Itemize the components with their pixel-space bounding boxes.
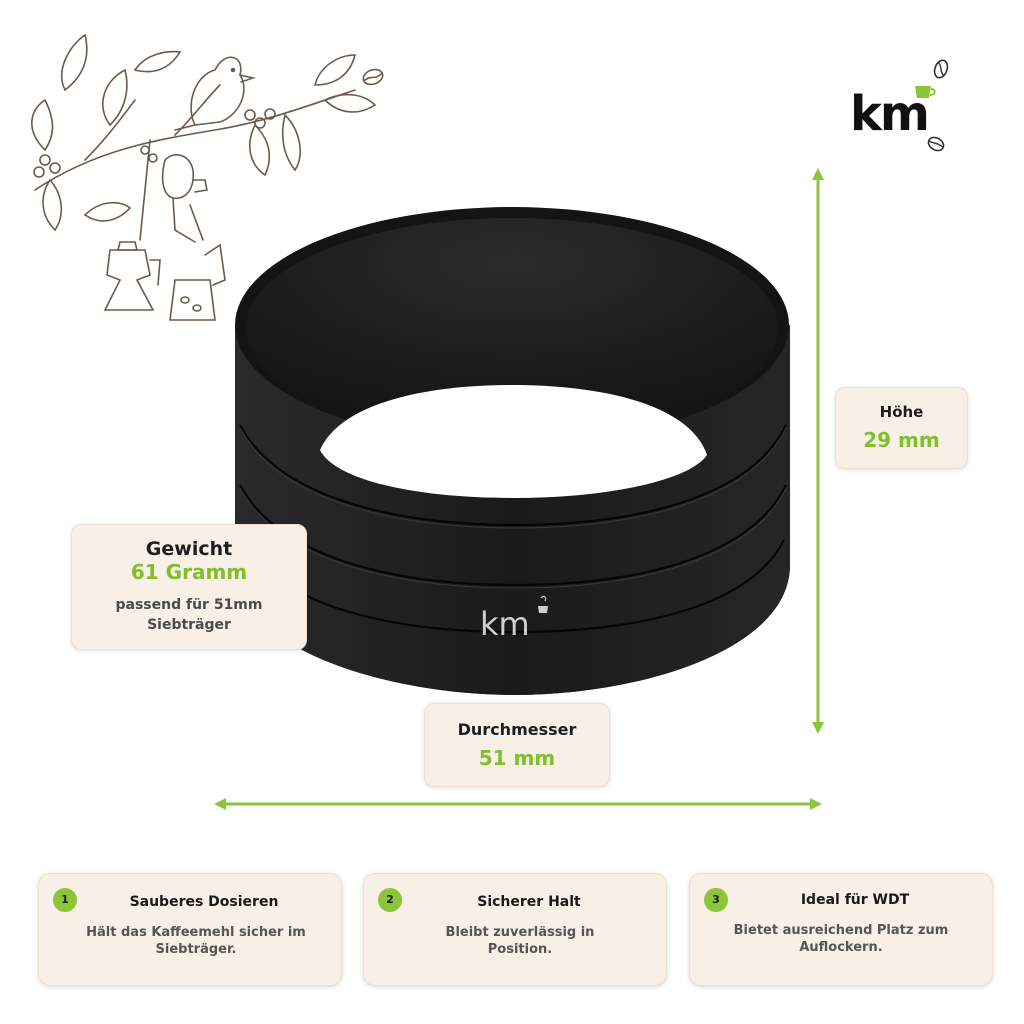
height-value: 29 mm [863, 428, 940, 452]
height-arrow [812, 168, 824, 734]
weight-label: Gewicht [145, 538, 233, 560]
feature-number-badge: 3 [704, 888, 728, 912]
feature-title: Sauberes Dosieren [129, 894, 279, 910]
feature-card-1: 1 Sauberes Dosieren Hält das Kaffeemehl … [38, 873, 342, 986]
coffee-bean-icon [927, 136, 945, 152]
brand-logo: km [848, 56, 958, 161]
height-label: Höhe [879, 403, 924, 421]
ring-engraving: km [480, 605, 530, 643]
diameter-value: 51 mm [478, 746, 556, 770]
dosing-ring-image: km [235, 207, 790, 695]
feature-card-3: 3 Ideal für WDT Bietet ausreichend Platz… [689, 873, 993, 986]
feature-description: Bietet ausreichend Platz zum Auflockern. [733, 923, 949, 955]
weight-note: passend für 51mm Siebträger [115, 597, 263, 633]
diameter-spec-card: Durchmesser 51 mm [424, 703, 610, 787]
coffee-cup-icon [915, 86, 936, 98]
feature-description: Bleibt zuverlässig in Position. [445, 925, 595, 957]
weight-spec-card: Gewicht 61 Gramm passend für 51mm Siebtr… [71, 524, 307, 650]
diameter-label: Durchmesser [457, 720, 577, 739]
diameter-arrow [214, 798, 822, 810]
weight-value: 61 Gramm [130, 560, 248, 584]
coffee-bean-icon [933, 59, 949, 79]
coffee-sketch-illustration [31, 33, 384, 321]
feature-number-badge: 2 [378, 888, 402, 912]
feature-title: Sicherer Halt [477, 894, 581, 910]
height-spec-card: Höhe 29 mm [835, 387, 968, 469]
feature-number-badge: 1 [53, 888, 77, 912]
feature-card-2: 2 Sicherer Halt Bleibt zuverlässig in Po… [363, 873, 667, 986]
feature-description: Hält das Kaffeemehl sicher im Siebträger… [86, 925, 306, 957]
feature-title: Ideal für WDT [800, 892, 910, 908]
